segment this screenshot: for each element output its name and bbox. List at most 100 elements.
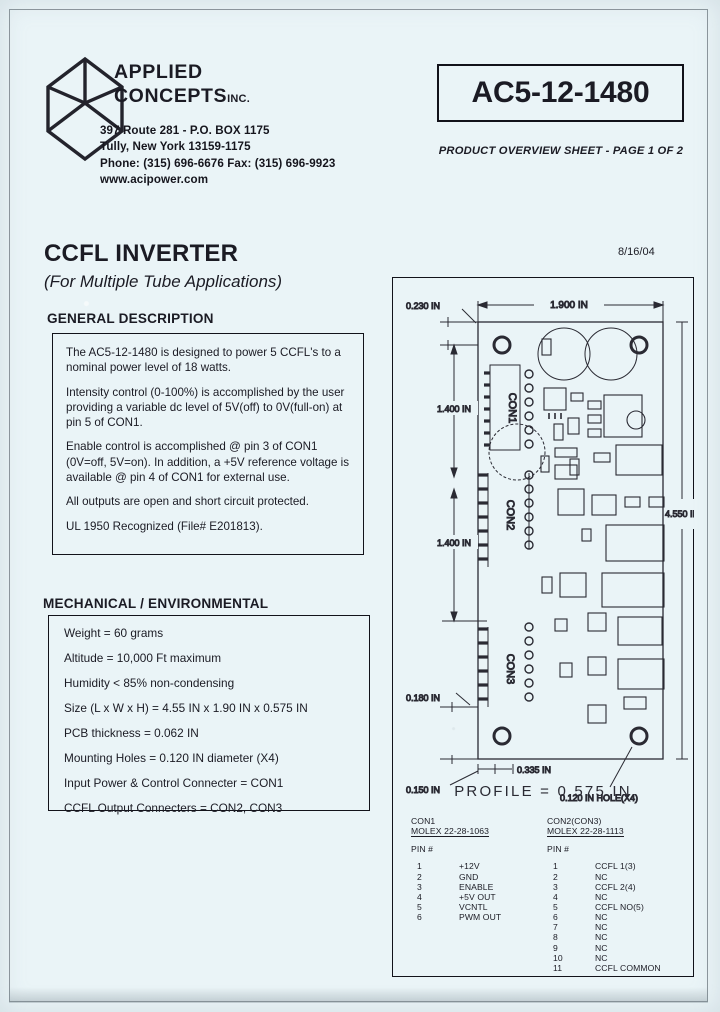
mechanical-panel: Weight = 60 grams Altitude = 10,000 Ft m…: [48, 615, 370, 814]
dim-width: 1.900 IN: [550, 300, 588, 311]
mechanical-item: Input Power & Control Connecter = CON1: [64, 775, 284, 790]
mounting-hole: [629, 726, 649, 746]
pin-row: 4+5V OUT: [417, 892, 543, 902]
part-number-box: AC5-12-1480: [437, 64, 684, 122]
part-number: AC5-12-1480: [471, 76, 650, 109]
pin-signal: NC: [595, 942, 608, 953]
page-subtitle: (For Multiple Tube Applications): [44, 272, 283, 291]
mechanical-heading: MECHANICAL / ENVIRONMENTAL: [43, 596, 269, 611]
pin-row: 6 NC: [553, 912, 687, 922]
pin-row: 8 NC: [553, 932, 687, 942]
scan-shadow: [9, 987, 708, 1003]
company-suffix: INC.: [227, 93, 250, 106]
general-description-heading: GENERAL DESCRIPTION: [47, 311, 214, 326]
pin-number: 9: [553, 942, 558, 953]
capacitor: [537, 327, 591, 381]
pin-signal: NC: [595, 952, 608, 963]
pin-signal: NC: [595, 871, 608, 882]
dim-con1-offset: 0.230 IN: [406, 301, 440, 311]
pin-signal: CCFL COMMON: [595, 962, 661, 973]
address-line1: 397 Route 281 - P.O. BOX 1175: [100, 124, 270, 137]
dim-height: 4.550 IN: [665, 509, 694, 519]
pin-table-connector: CON1: [411, 816, 436, 826]
scan-border: [9, 9, 708, 1002]
dim-hole-inset-x: 0.150 IN: [406, 785, 440, 795]
company-name: APPLIED CONCEPTSINC.: [114, 60, 394, 109]
company-name-line1: APPLIED: [114, 61, 203, 83]
mechanical-drawing-border: [392, 277, 694, 977]
company-website: www.acipower.com: [100, 173, 209, 187]
description-paragraph: All outputs are open and short circuit p…: [66, 495, 309, 509]
mechanical-item: PCB thickness = 0.062 IN: [64, 725, 199, 740]
pin-table-part-number: MOLEX 22-28-1113: [547, 826, 624, 838]
pin-number: 8: [553, 932, 558, 943]
pin-number: 10: [553, 952, 563, 963]
description-paragraph: The AC5-12-1480 is designed to power 5 C…: [66, 346, 341, 375]
company-address: 397 Route 281 - P.O. BOX 1175 Tully, New…: [100, 123, 335, 189]
pin-row: 1+12V: [417, 861, 543, 871]
page-title: CCFL INVERTER: [44, 240, 239, 267]
description-paragraph: Intensity control (0-100%) is accomplish…: [66, 385, 345, 430]
mechanical-item: Weight = 60 grams: [64, 626, 164, 640]
connector-label-con1: CON1: [506, 393, 518, 424]
company-name-line2: CONCEPTSINC.: [114, 85, 250, 108]
address-line3: Phone: (315) 696-6676 Fax: (315) 696-992…: [100, 156, 336, 170]
pin-row: 11 CCFL COMMON: [553, 963, 687, 973]
pin-signal: CCFL NO(5): [595, 901, 644, 912]
pin-row: 9 NC: [553, 943, 687, 953]
pin-number: 3: [417, 881, 422, 892]
dim-bottom-edge: 0.180 IN: [406, 693, 440, 703]
isometric-cube-logo-icon: [46, 56, 124, 162]
mechanical-drawing: 1.900 IN 4.550 IN 0.230 IN 1.400 IN: [406, 297, 694, 804]
mounting-hole: [492, 335, 512, 355]
profile-dimension: PROFILE = 0.575 IN: [454, 783, 632, 800]
pin-signal: ENABLE: [459, 881, 494, 892]
pin-signal: NC: [595, 912, 608, 923]
pin-signal: +5V OUT: [459, 891, 496, 902]
pin-number: 1: [553, 861, 558, 872]
dim-con3-offset: 1.400 IN: [437, 538, 471, 548]
pin-row: 5 CCFL NO(5): [553, 902, 687, 912]
dim-hole-callout: 0.120 IN HOLE(X4): [560, 793, 638, 803]
pin-row: 4 NC: [553, 892, 687, 902]
pin-number: 5: [553, 901, 558, 912]
mounting-hole: [492, 726, 512, 746]
pin-number: 6: [553, 912, 558, 923]
pin-signal: NC: [595, 922, 608, 933]
connector-label-con3: CON3: [504, 654, 516, 685]
connector-label-con2: CON2: [504, 500, 516, 531]
revision-date: 8/16/04: [618, 246, 655, 258]
address-line2: Tully, New York 13159-1175: [100, 140, 251, 154]
pin-number: 5: [417, 901, 422, 912]
pin-number: 2: [417, 871, 422, 882]
mechanical-item: Mounting Holes = 0.120 IN diameter (X4): [64, 750, 279, 765]
pin-row: 3 ENABLE: [417, 882, 543, 892]
mechanical-item: Altitude = 10,000 Ft maximum: [64, 650, 222, 665]
mounting-hole: [629, 335, 649, 355]
pin-table-header: PIN #: [411, 844, 433, 855]
pin-number: 11: [553, 962, 563, 973]
general-description-panel: The AC5-12-1480 is designed to power 5 C…: [52, 333, 364, 555]
pin-signal: NC: [595, 932, 608, 943]
pin-row: 7 NC: [553, 922, 687, 932]
mechanical-item: Size (L x W x H) = 4.55 IN x 1.90 IN x 0…: [64, 700, 308, 715]
mechanical-item: Humidity < 85% non-condensing: [64, 675, 235, 690]
pin-table-part-number: MOLEX 22-28-1063: [411, 826, 490, 838]
pin-signal: NC: [595, 891, 608, 902]
pin-number: 4: [553, 891, 558, 902]
pin-number: 2: [553, 871, 558, 882]
pin-table-header: PIN #: [547, 844, 569, 855]
dim-hole-inset-y: 0.335 IN: [517, 765, 551, 775]
pin-number: 7: [553, 922, 558, 933]
pin-number: 1: [417, 861, 422, 872]
capacitor: [488, 423, 546, 481]
mechanical-item: CCFL Output Connecters = CON2, CON3: [64, 800, 283, 815]
pin-signal: CCFL 1(3): [595, 861, 636, 872]
pin-signal: CCFL 2(4): [595, 881, 636, 892]
